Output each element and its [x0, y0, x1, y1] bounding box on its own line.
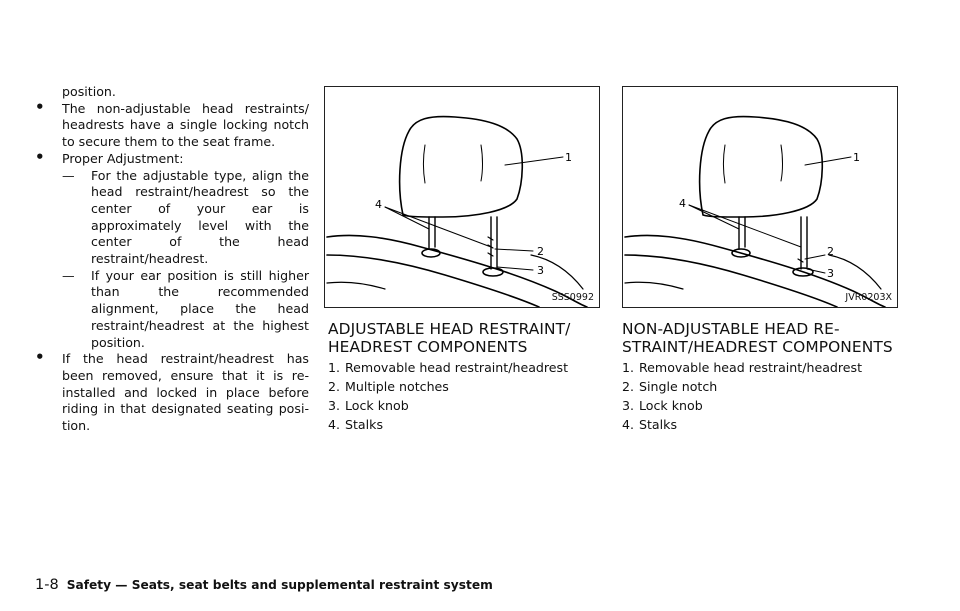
list-item: 1.Removable head restraint/headrest	[622, 360, 863, 375]
dash-text: For the adjustable type, align the head …	[91, 167, 309, 267]
bullet-mark: •	[35, 147, 45, 166]
continuation-text: position.	[62, 84, 116, 99]
callout-4: 4	[375, 198, 382, 211]
dash-item: — If your ear position is still higher t…	[35, 268, 309, 352]
dash-item: — For the adjustable type, align the hea…	[35, 168, 309, 268]
footer-section-title: Safety — Seats, seat belts and supplemen…	[66, 578, 493, 592]
non-adjustable-headrest-illustration: 1 2 3 4	[624, 115, 886, 307]
callout-4: 4	[679, 197, 686, 210]
page-number: 1-8	[35, 577, 59, 593]
figure-code: JVR0203X	[845, 292, 892, 303]
section-title: NON-ADJUSTABLE HEAD RE-STRAINT/HEADREST …	[622, 320, 893, 356]
list-item: 4.Stalks	[622, 417, 678, 432]
callout-3: 3	[827, 267, 834, 280]
dash-mark: —	[62, 167, 75, 183]
list-item: 2.Multiple notches	[328, 379, 449, 394]
callout-2: 2	[537, 245, 544, 258]
bullet-mark: •	[35, 97, 45, 116]
bullet-text: If the head restraint/headrest has been …	[62, 351, 309, 434]
callout-2: 2	[827, 245, 834, 258]
adjustable-headrest-illustration: 1 2 3 4	[326, 115, 588, 307]
section-title: ADJUSTABLE HEAD RESTRAINT/ HEADREST COMP…	[328, 320, 571, 356]
non-adjustable-headrest-figure: 1 2 3 4 JVR0203X	[622, 86, 898, 308]
list-item: 3.Lock knob	[328, 398, 409, 413]
body-text-column: position. • The non-adjustable head rest…	[35, 84, 309, 435]
bullet-text: Proper Adjustment:	[62, 150, 184, 166]
bullet-item: • Proper Adjustment:	[35, 147, 309, 168]
components-list: 1.Removable head restraint/headrest 2.Si…	[622, 358, 862, 434]
bullet-item: • The non-adjustable head restraints/ he…	[35, 97, 309, 151]
page-footer: 1-8 Safety — Seats, seat belts and suppl…	[35, 577, 493, 593]
dash-text: If your ear position is still higher tha…	[91, 267, 309, 350]
callout-3: 3	[537, 264, 544, 277]
list-item: 4.Stalks	[328, 417, 384, 432]
figure-code: SSS0992	[551, 292, 594, 303]
dash-mark: —	[62, 267, 75, 283]
list-item: 1.Removable head restraint/headrest	[328, 360, 569, 375]
list-item: 3.Lock knob	[622, 398, 703, 413]
list-item: 2.Single notch	[622, 379, 718, 394]
callout-1: 1	[853, 151, 860, 164]
bullet-item: • If the head restraint/headrest has bee…	[35, 348, 309, 435]
adjustable-headrest-figure: 1 2 3 4 SSS0992	[324, 86, 600, 308]
callout-1: 1	[565, 151, 572, 164]
bullet-mark: •	[35, 348, 45, 367]
components-list: 1.Removable head restraint/headrest 2.Mu…	[328, 358, 568, 434]
bullet-text: The non-adjustable head restraints/ head…	[62, 100, 309, 150]
